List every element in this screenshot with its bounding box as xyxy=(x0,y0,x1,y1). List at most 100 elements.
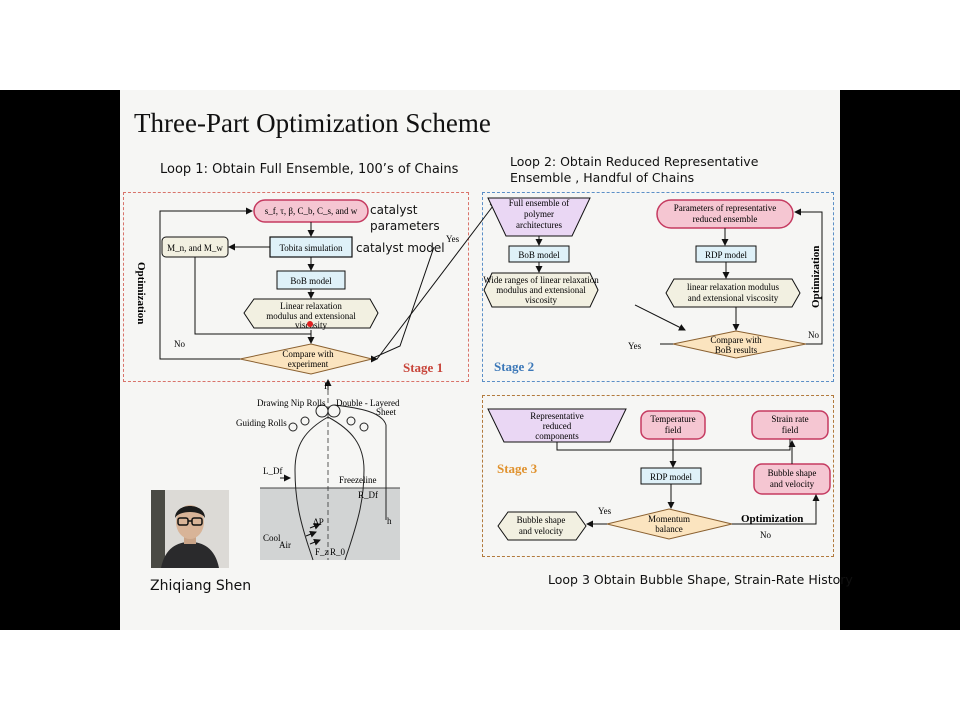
film-h: h xyxy=(387,516,392,526)
compare-text-1: Compare with xyxy=(282,349,334,359)
blown-film-schematic xyxy=(260,379,400,561)
linear2-text-1: linear relaxation modulus xyxy=(687,282,779,292)
stage2-no: No xyxy=(808,330,819,340)
bubble-r-text-2: and velocity xyxy=(770,479,815,489)
momentum-text-2: balance xyxy=(655,524,682,534)
film-cool: Cool xyxy=(263,533,281,543)
linear-text-1: Linear relaxation xyxy=(280,301,342,311)
stage1-frame xyxy=(123,192,469,382)
rep-text-3: components xyxy=(535,431,579,441)
bubble-left-hex xyxy=(497,511,587,541)
film-drawing: Drawing Nip Rolls xyxy=(257,398,326,408)
film-fz: F_z xyxy=(315,547,329,557)
presenter-photo xyxy=(151,490,229,568)
compare2-text-2: BoB results xyxy=(715,345,758,355)
loop2-caption: Loop 2: Obtain Reduced Representative En… xyxy=(510,154,759,185)
full-ensemble-box xyxy=(487,197,591,237)
bubble-l-text-1: Bubble shape xyxy=(517,515,566,525)
full-text-2: polymer xyxy=(524,209,554,219)
film-ap: ΔP xyxy=(313,517,324,527)
rep-components-box xyxy=(487,408,627,443)
temp-text-2: field xyxy=(665,425,682,435)
mn-mw-text: M_n, and M_w xyxy=(167,243,223,253)
stage2-optimization: Optimization xyxy=(810,246,822,308)
param-text-1: Parameters of representative xyxy=(674,203,776,213)
top-letterbox xyxy=(0,0,960,90)
linear-hex-stage2 xyxy=(665,278,801,308)
scheme-diagram: s_f, τ, β, C_b, C_s, and w Tobita simula… xyxy=(135,197,831,561)
stage1-label: Stage 1 xyxy=(403,360,443,375)
bob-text-stage2: BoB model xyxy=(518,250,560,260)
linear-hex-stage1 xyxy=(243,298,379,329)
guide-roll-4 xyxy=(359,422,369,432)
bubble-r-text-1: Bubble shape xyxy=(768,468,817,478)
wide-hex xyxy=(483,272,599,308)
stage3-no: No xyxy=(760,530,771,540)
compare-diamond-stage1 xyxy=(239,343,373,375)
catalyst-note-1: catalyst xyxy=(370,203,418,217)
catalyst-model-note: catalyst model xyxy=(356,241,445,255)
stage3-frame xyxy=(482,395,834,557)
tobita-text: Tobita simulation xyxy=(279,243,343,253)
wide-text-1: Wide ranges of linear relaxation xyxy=(483,275,599,285)
compare-diamond-stage2 xyxy=(672,330,807,359)
stage2-yes: Yes xyxy=(628,341,642,351)
strain-text-2: field xyxy=(782,425,799,435)
die-region xyxy=(260,488,400,560)
rdp-text-stage2: RDP model xyxy=(705,250,747,260)
full-text-3: architectures xyxy=(516,220,562,230)
strain-text-1: Strain rate xyxy=(771,414,808,424)
presenter-illustration xyxy=(151,490,229,568)
rep-text-2: reduced xyxy=(543,421,572,431)
guide-roll-3 xyxy=(346,416,356,426)
temp-text-1: Temperature xyxy=(650,414,695,424)
stage2-label: Stage 2 xyxy=(494,359,534,374)
linear-text-2: modulus and extensional xyxy=(266,311,356,321)
stage1-optimization: Optimization xyxy=(135,262,147,324)
stage3-yes: Yes xyxy=(598,506,612,516)
stage2-flowchart: Full ensemble of polymer architectures B… xyxy=(483,197,823,359)
stage2-frame xyxy=(482,192,834,382)
wide-text-2: modulus and extensional xyxy=(496,285,586,295)
guide-roll-2 xyxy=(300,416,310,426)
film-r0: R_0 xyxy=(330,547,346,557)
rdp-text-stage3: RDP model xyxy=(650,472,692,482)
bob-text-stage1: BoB model xyxy=(290,276,332,286)
film-double: Double - Layered xyxy=(336,398,400,408)
momentum-diamond xyxy=(606,508,733,540)
compare2-text-1: Compare with xyxy=(710,335,762,345)
guide-roll-1 xyxy=(288,422,298,432)
film-freezeline: Freezeline xyxy=(339,475,376,485)
rep-text-1: Representative xyxy=(530,411,583,421)
film-f: F xyxy=(324,381,329,391)
catalyst-params-text: s_f, τ, β, C_b, C_s, and w xyxy=(265,206,358,216)
stage1-no: No xyxy=(174,339,185,349)
full-text-1: Full ensemble of xyxy=(509,198,570,208)
film-rdf: R_Df xyxy=(358,490,378,500)
stage3-label: Stage 3 xyxy=(497,461,538,476)
loop1-caption: Loop 1: Obtain Full Ensemble, 100’s of C… xyxy=(160,162,459,177)
film-ldf: L_Df xyxy=(263,466,283,476)
stage1-yes: Yes xyxy=(446,234,460,244)
linear2-text-2: and extensional viscosity xyxy=(688,293,779,303)
param-text-2: reduced ensemble xyxy=(693,214,758,224)
compare-text-2: experiment xyxy=(288,359,329,369)
film-path xyxy=(294,416,329,561)
bubble-l-text-2: and velocity xyxy=(519,526,564,536)
wide-text-3: viscosity xyxy=(525,295,558,305)
film-sheet: Sheet xyxy=(376,407,396,417)
presenter-name: Zhiqiang Shen xyxy=(150,578,252,594)
left-letterbox xyxy=(0,90,120,630)
stage3-optimization: Optimization xyxy=(741,513,803,525)
stage3-flowchart: Representative reduced components Temper… xyxy=(487,408,831,541)
slide-title: Three-Part Optimization Scheme xyxy=(134,108,491,138)
film-guiding: Guiding Rolls xyxy=(236,418,287,428)
right-letterbox xyxy=(840,90,960,630)
slide: Three-Part Optimization Scheme Loop 1: O… xyxy=(120,90,853,630)
film-air: Air xyxy=(279,540,291,550)
momentum-text-1: Momentum xyxy=(648,514,690,524)
cursor-dot xyxy=(307,321,313,327)
loop3-caption: Loop 3 Obtain Bubble Shape, Strain-Rate … xyxy=(548,572,853,587)
catalyst-note-2: parameters xyxy=(370,219,440,233)
stage1-flowchart: s_f, τ, β, C_b, C_s, and w Tobita simula… xyxy=(159,199,435,375)
